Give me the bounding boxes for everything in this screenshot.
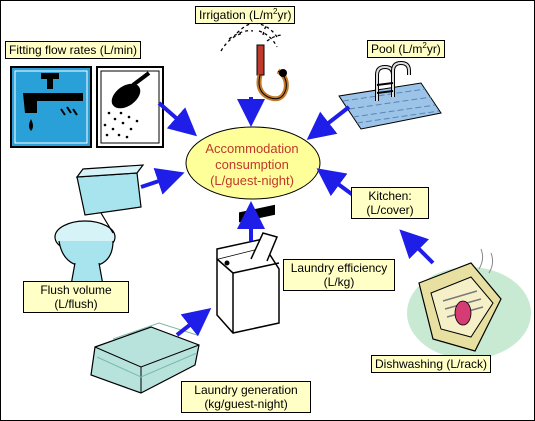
dishwasher-icon bbox=[407, 248, 531, 359]
label-dishwashing: Dishwashing (L/rack) bbox=[371, 355, 492, 373]
center-label-line2: consumption bbox=[215, 157, 289, 172]
label-laundry-efficiency: Laundry efficiency (L/kg) bbox=[283, 259, 395, 291]
label-pool: Pool (L/m2yr) bbox=[367, 40, 445, 58]
label-flush-line2: (L/flush) bbox=[54, 297, 98, 311]
label-pool-pre: Pool (L/m bbox=[371, 42, 423, 56]
label-pool-post: yr) bbox=[426, 42, 441, 56]
label-laundry-generation: Laundry generation (kg/guest-night) bbox=[181, 381, 311, 413]
arrow-towels-to-washer bbox=[175, 308, 212, 337]
arrow-toilet-to-center bbox=[140, 168, 185, 195]
washing-machine-icon bbox=[216, 204, 280, 334]
center-ellipse bbox=[185, 126, 321, 200]
label-irrigation: Irrigation (L/m2yr) bbox=[195, 6, 296, 24]
label-pool-sup: 2 bbox=[422, 41, 427, 50]
center-label-line3: (L/guest-night) bbox=[210, 173, 294, 188]
center-label: Accommodation consumption (L/guest-night… bbox=[184, 141, 320, 189]
label-fitting-flow-rates: Fitting flow rates (L/min) bbox=[5, 41, 142, 59]
arrow-fitting-to-center bbox=[157, 101, 198, 137]
center-label-line1: Accommodation bbox=[205, 141, 299, 156]
sprinkler-icon bbox=[220, 18, 289, 102]
label-irrigation-pre: Irrigation (L/m bbox=[199, 8, 274, 22]
faucet-icon bbox=[10, 66, 92, 148]
label-kitchen-line2: (L/cover) bbox=[366, 203, 414, 217]
label-laundry-eff-line1: Laundry efficiency bbox=[290, 261, 388, 275]
shower-icon bbox=[96, 66, 164, 148]
pool-ladder-icon bbox=[338, 60, 442, 130]
label-kitchen: Kitchen: (L/cover) bbox=[351, 187, 429, 219]
label-flush-line1: Flush volume bbox=[40, 283, 112, 297]
label-laundry-gen-line1: Laundry generation bbox=[194, 383, 298, 397]
label-flush-volume: Flush volume (L/flush) bbox=[23, 281, 129, 313]
towels-icon bbox=[90, 322, 200, 394]
label-irrigation-sup: 2 bbox=[273, 7, 278, 16]
arrow-kitchen-to-center bbox=[316, 168, 355, 197]
toilet-icon bbox=[54, 164, 145, 286]
arrow-dishwasher-to-kitchen bbox=[399, 229, 435, 265]
label-irrigation-post: yr) bbox=[277, 8, 292, 22]
label-fitting-text: Fitting flow rates (L/min) bbox=[9, 43, 138, 57]
arrow-pool-to-center bbox=[306, 105, 351, 140]
label-kitchen-line1: Kitchen: bbox=[368, 189, 412, 203]
label-laundry-eff-line2: (L/kg) bbox=[323, 275, 355, 289]
label-laundry-gen-line2: (kg/guest-night) bbox=[204, 397, 288, 411]
label-dishwashing-text: Dishwashing (L/rack) bbox=[375, 357, 488, 371]
